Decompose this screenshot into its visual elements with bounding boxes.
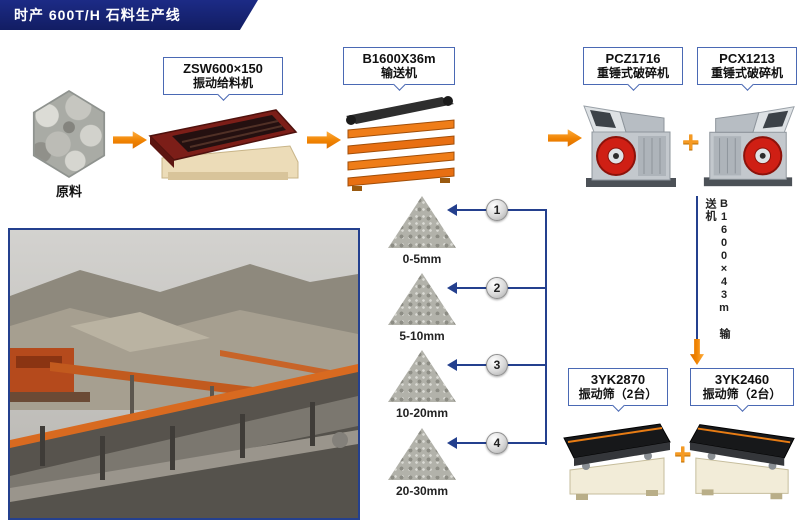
arrow-conveyor-to-crusher-icon (548, 129, 582, 147)
aggregate-size-label: 10-20mm (395, 406, 449, 420)
arrow-raw-to-feeder-icon (113, 131, 147, 149)
crusher-to-screen-line (696, 196, 698, 342)
screen-left-image (562, 412, 672, 504)
crusher-right-model: PCX1213 (719, 51, 775, 66)
outputs-spine-line (545, 209, 547, 445)
screen-right-label: 3YK2460 振动筛（2台） (690, 368, 794, 412)
output-arrowhead-icon (447, 282, 457, 294)
vibrating-feeder-image (148, 102, 303, 184)
arrow-feeder-to-conveyor-icon (307, 131, 341, 149)
screen-right-image (688, 412, 796, 504)
crusher-right-image (698, 98, 798, 193)
conveyor-name: 输送机 (380, 66, 417, 80)
screen-right-model: 3YK2460 (714, 372, 770, 387)
crusher-left-label: PCZ1716 重锤式破碎机 (583, 47, 683, 91)
aggregate-pile (388, 273, 456, 325)
aggregate-pile (388, 196, 456, 248)
crusher-right-name: 重锤式破碎机 (710, 66, 783, 80)
aggregate-pile (388, 350, 456, 402)
feeder-label: ZSW600×150 振动给料机 (163, 57, 283, 101)
output-arrowhead-icon (447, 437, 457, 449)
screen-left-label: 3YK2870 振动筛（2台） (568, 368, 668, 412)
aggregate-size-label: 0-5mm (402, 252, 442, 266)
rock-texture (34, 92, 104, 176)
feeder-model: ZSW600×150 (183, 61, 263, 76)
screen-left-model: 3YK2870 (590, 372, 646, 387)
aggregate-size-label: 5-10mm (399, 329, 445, 343)
aggregate-pile (388, 428, 456, 480)
screen-left-name: 振动筛（2台） (578, 387, 658, 401)
crusher-left-name: 重锤式破碎机 (596, 66, 669, 80)
raw-material-image (32, 90, 106, 178)
crusher-left-image (580, 98, 682, 193)
site-photo (8, 228, 360, 520)
raw-material-label: 原料 (55, 184, 82, 199)
output-arrowhead-icon (447, 204, 457, 216)
vertical-conveyor-label: B1600×43m 输送机 (704, 198, 730, 340)
output-arrowhead-icon (447, 359, 457, 371)
conveyor-model: B1600X36m (362, 51, 436, 66)
feeder-name: 振动给料机 (192, 76, 253, 90)
crusher-right-label: PCX1213 重锤式破碎机 (697, 47, 797, 91)
plus-sign: + (682, 126, 700, 159)
output-number-badge: 1 (486, 199, 508, 221)
conveyor-label: B1600X36m 输送机 (343, 47, 455, 91)
output-number-badge: 4 (486, 432, 508, 454)
screen-right-name: 振动筛（2台） (702, 387, 782, 401)
plus-sign: + (674, 438, 692, 471)
crusher-left-model: PCZ1716 (605, 51, 661, 66)
aggregate-size-label: 20-30mm (395, 484, 449, 498)
title-banner: 时产 600T/H 石料生产线 (0, 0, 258, 30)
belt-conveyor-image (342, 92, 460, 192)
output-number-badge: 3 (486, 354, 508, 376)
output-number-badge: 2 (486, 277, 508, 299)
